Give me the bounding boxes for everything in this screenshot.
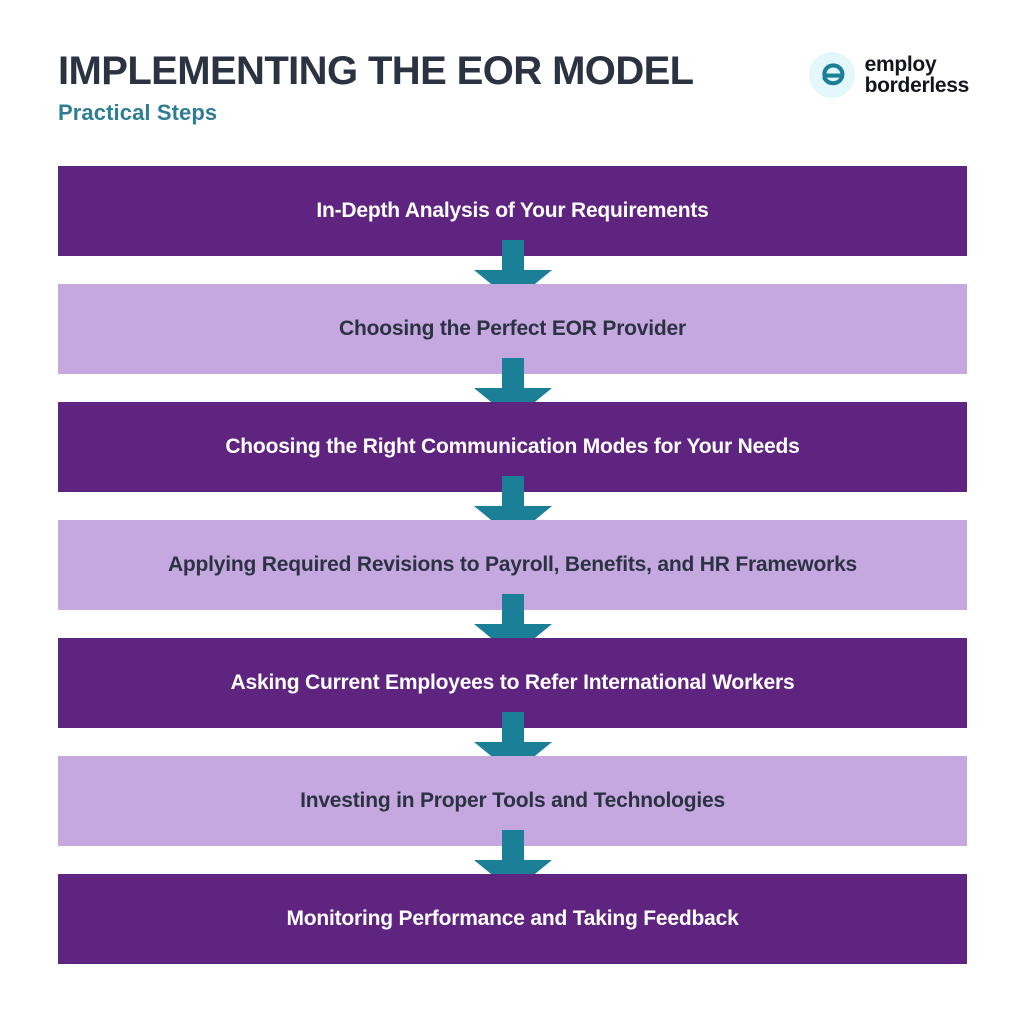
flow-connector-gap	[58, 712, 967, 774]
flow-step: In-Depth Analysis of Your Requirements	[58, 166, 967, 256]
employ-borderless-e-icon	[808, 52, 855, 98]
brand-logo: employ borderless	[808, 52, 970, 98]
flow-connector-gap	[58, 358, 967, 420]
header: IMPLEMENTING THE EOR MODEL Practical Ste…	[0, 0, 1024, 150]
flow-step: Applying Required Revisions to Payroll, …	[58, 520, 967, 610]
flow-step-label: In-Depth Analysis of Your Requirements	[316, 199, 709, 222]
page-subtitle: Practical Steps	[58, 100, 218, 125]
flow-step: Asking Current Employees to Refer Intern…	[58, 638, 967, 728]
flow-connector-gap	[58, 240, 967, 302]
flow-step-label: Choosing the Right Communication Modes f…	[225, 435, 800, 458]
flow-step: Choosing the Right Communication Modes f…	[58, 402, 967, 492]
flow-connector-gap	[58, 830, 967, 892]
title-block: IMPLEMENTING THE EOR MODEL Practical Ste…	[58, 50, 694, 126]
flow-connector-gap	[58, 594, 967, 656]
flow-step: Choosing the Perfect EOR Provider	[58, 284, 967, 374]
logo-line-1: employ	[864, 52, 937, 76]
flow-step-label: Asking Current Employees to Refer Intern…	[230, 671, 795, 694]
flow-connector-gap	[58, 476, 967, 538]
flow-step-label: Investing in Proper Tools and Technologi…	[300, 789, 725, 812]
logo-line-2: borderless	[864, 74, 970, 97]
page-title: IMPLEMENTING THE EOR MODEL	[58, 49, 694, 93]
flow-step-label: Monitoring Performance and Taking Feedba…	[286, 907, 739, 930]
flow-step: Monitoring Performance and Taking Feedba…	[58, 874, 967, 964]
flow-step-label: Applying Required Revisions to Payroll, …	[167, 553, 858, 576]
logo-wordmark: employ borderless	[864, 52, 970, 97]
flow-step-label: Choosing the Perfect EOR Provider	[339, 317, 686, 340]
flow-step: Investing in Proper Tools and Technologi…	[58, 756, 967, 846]
